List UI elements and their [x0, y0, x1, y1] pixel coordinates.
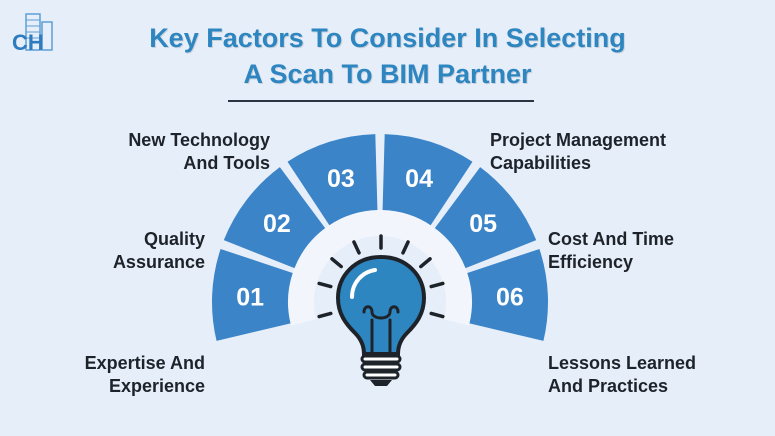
factor-number-06: 06	[496, 283, 524, 311]
page-title-line-2: A Scan To BIM Partner	[243, 59, 532, 89]
factor-number-03: 03	[327, 165, 355, 193]
factor-number-05: 05	[469, 210, 497, 238]
lightbulb-icon	[317, 234, 445, 386]
factor-segment-02	[223, 167, 326, 269]
inner-ring	[288, 209, 472, 326]
factor-number-02: 02	[263, 210, 291, 238]
factor-number-04: 04	[405, 165, 433, 193]
factor-segment-01	[212, 248, 293, 341]
page-title-line-1: Key Factors To Consider In Selecting	[149, 23, 626, 53]
factor-segment-06	[467, 248, 549, 341]
title-divider	[228, 100, 534, 102]
svg-text:CH: CH	[12, 30, 44, 55]
factor-segment-05	[434, 167, 537, 269]
factor-segment-04	[382, 134, 473, 226]
factor-segment-03	[287, 134, 378, 226]
company-logo: CH	[12, 13, 53, 55]
factor-number-01: 01	[236, 283, 264, 311]
